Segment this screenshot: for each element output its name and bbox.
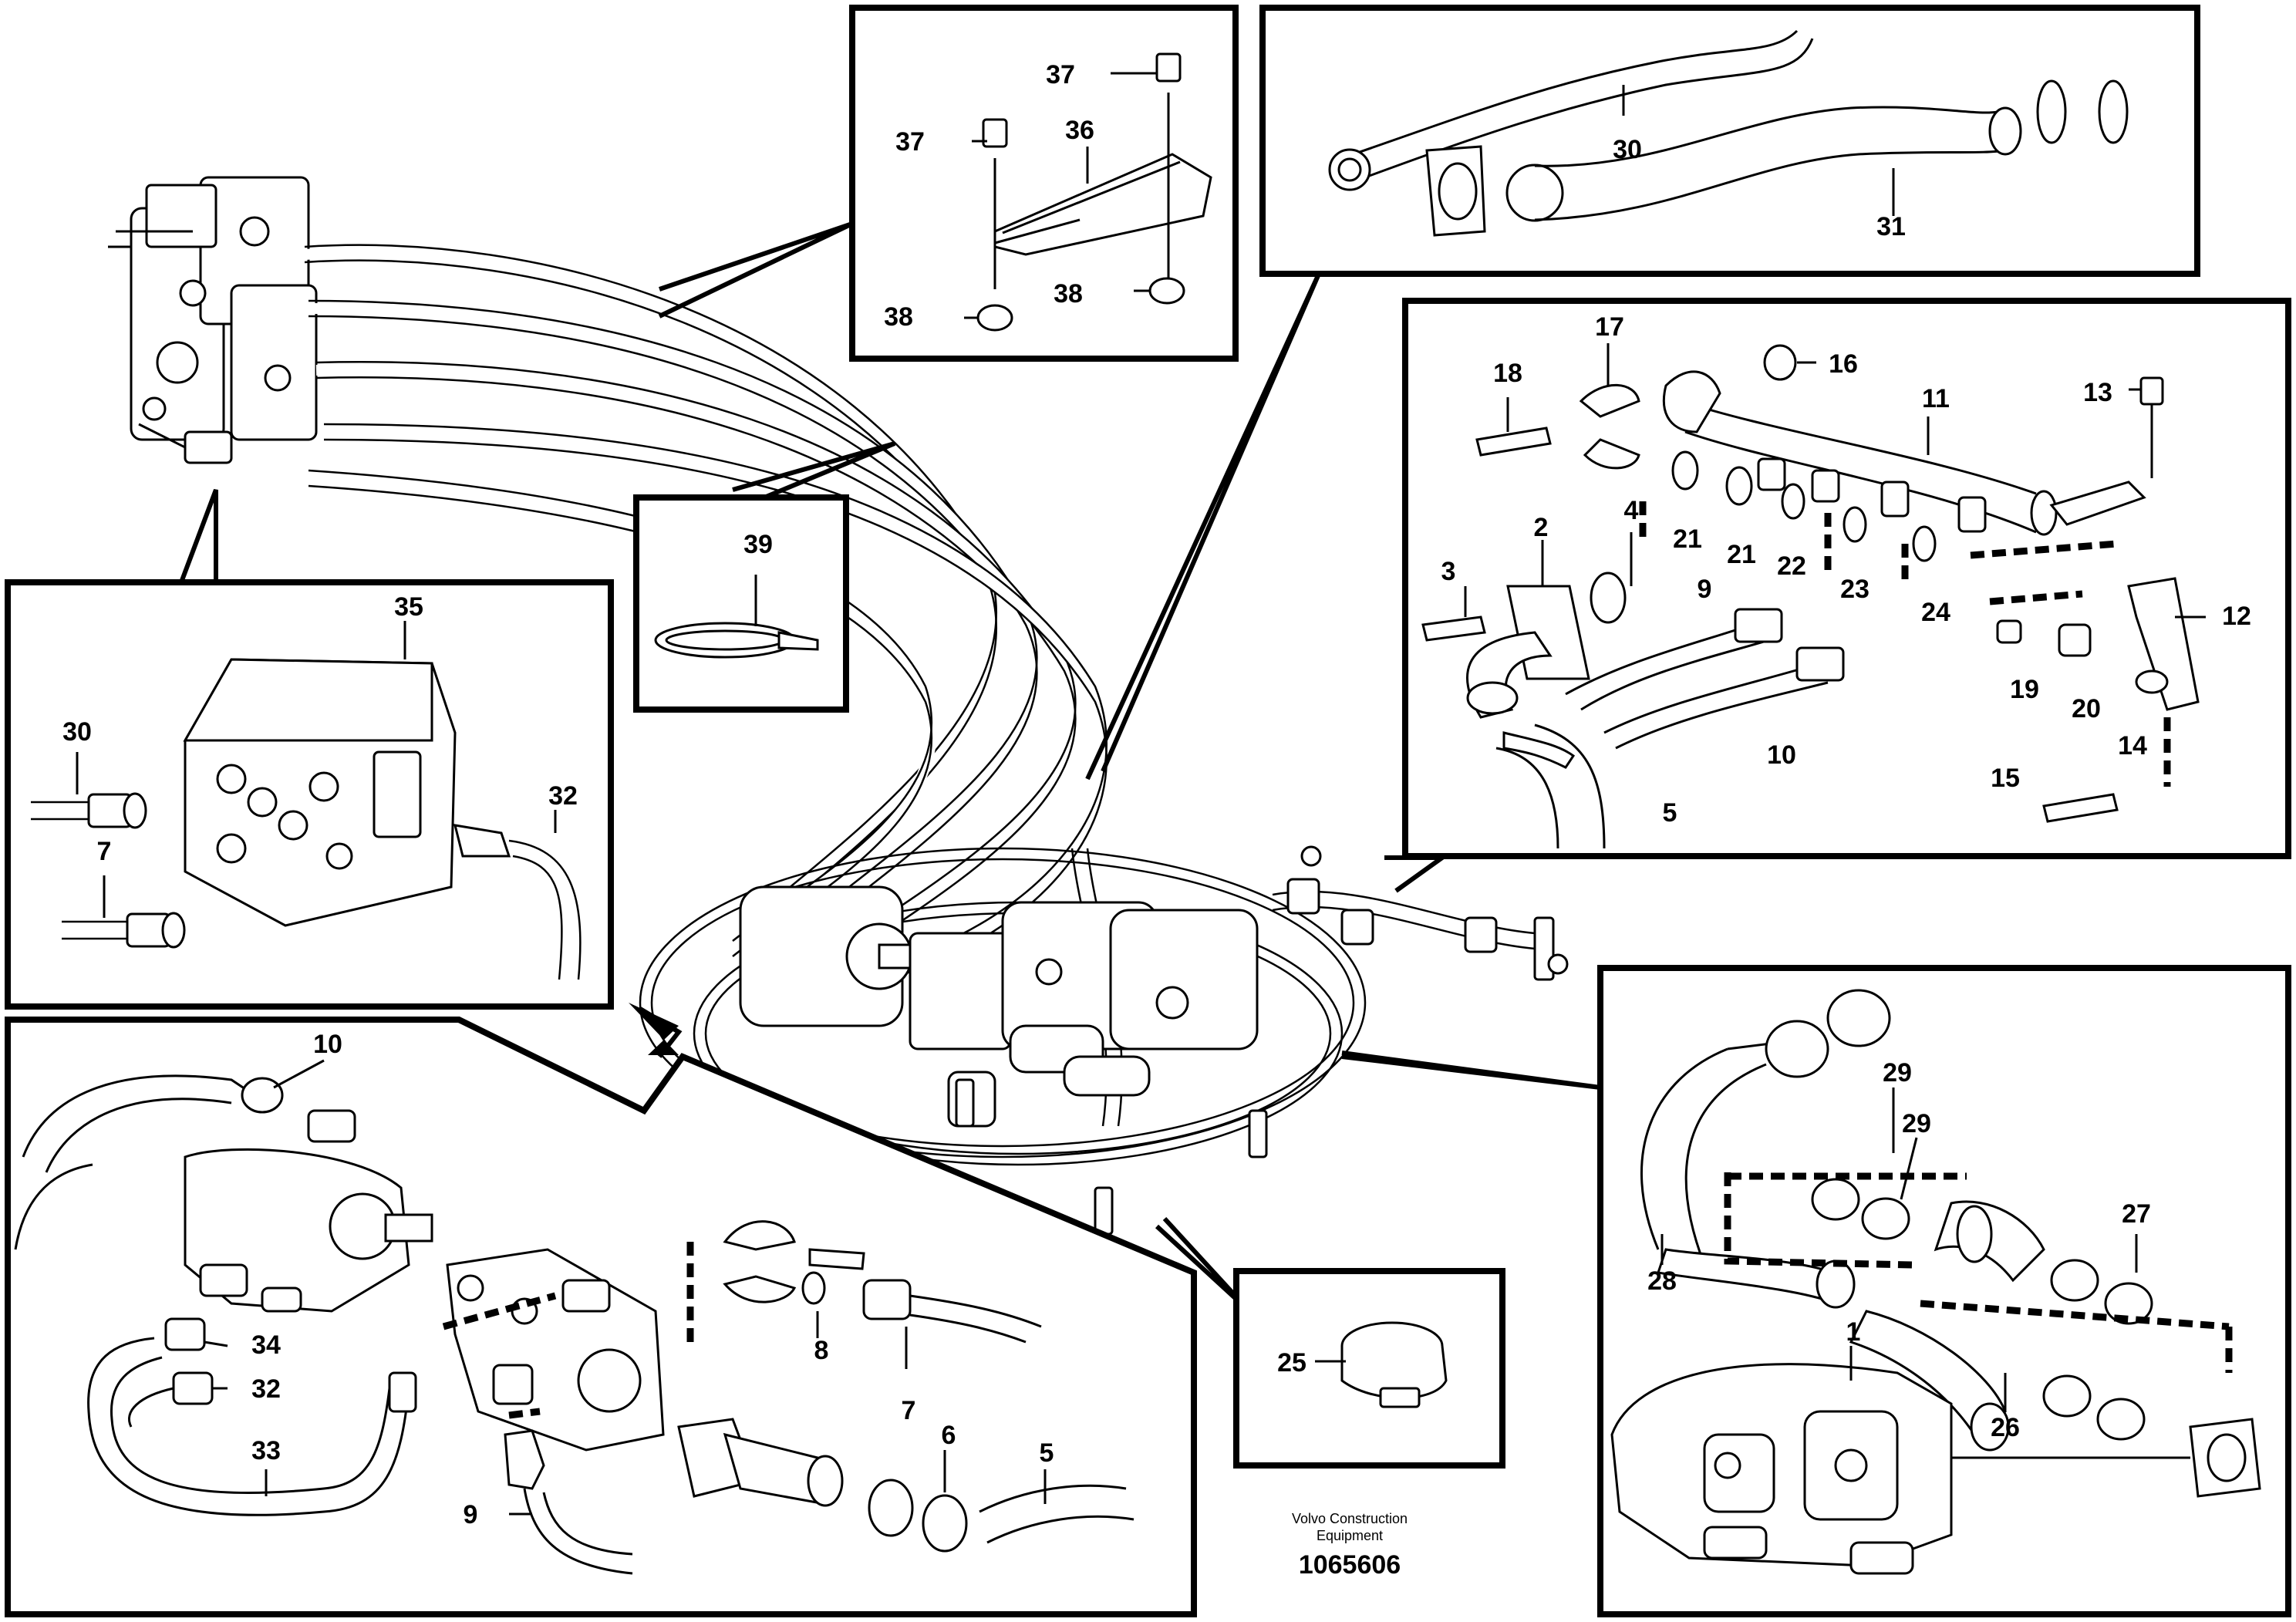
callout-2: 2 [1534, 513, 1549, 542]
callout-38: 38 [884, 302, 913, 332]
callout-1: 1 [1846, 1317, 1861, 1347]
document-number: 1065606 [1299, 1550, 1401, 1580]
panel-fittings [1402, 298, 2291, 859]
callout-17: 17 [1595, 312, 1624, 342]
callout-22: 22 [1777, 551, 1806, 581]
panel-pump-hoses [1597, 965, 2291, 1617]
callout-18: 18 [1493, 359, 1522, 388]
callout-39: 39 [743, 530, 773, 559]
callout-10: 10 [1767, 740, 1796, 770]
callout-15: 15 [1991, 764, 2020, 793]
callout-7: 7 [97, 837, 112, 866]
callout-6: 6 [942, 1421, 956, 1450]
callout-32: 32 [251, 1374, 281, 1404]
callout-37: 37 [1046, 60, 1075, 89]
panel-cable-tie [633, 494, 849, 713]
callout-12: 12 [2222, 602, 2251, 631]
callout-37: 37 [895, 127, 925, 157]
callout-16: 16 [1829, 349, 1858, 379]
pipe-assembly-illustration [1272, 845, 1569, 981]
caption-company: Volvo Construction [1292, 1511, 1408, 1526]
callout-5: 5 [1040, 1438, 1054, 1468]
callout-3: 3 [1441, 557, 1456, 586]
callout-11: 11 [1922, 384, 1950, 413]
callout-30: 30 [1613, 135, 1642, 164]
callout-9: 9 [464, 1500, 478, 1529]
pump-assembly-illustration [739, 885, 1259, 1128]
callout-27: 27 [2122, 1199, 2151, 1229]
callout-32: 32 [548, 781, 578, 811]
callout-35: 35 [394, 592, 423, 622]
callout-29: 29 [1902, 1109, 1931, 1138]
callout-19: 19 [2010, 675, 2039, 704]
callout-38: 38 [1054, 279, 1083, 309]
callout-25: 25 [1277, 1348, 1306, 1378]
control-valve-illustration [108, 176, 318, 464]
callout-21: 21 [1673, 524, 1702, 554]
callout-29: 29 [1883, 1058, 1912, 1088]
callout-21: 21 [1727, 540, 1756, 569]
callout-31: 31 [1876, 212, 1906, 241]
hose-bundle [304, 244, 1112, 981]
callout-4: 4 [1624, 496, 1639, 525]
panel-bracket [849, 5, 1239, 362]
callout-9: 9 [1698, 575, 1712, 604]
callout-8: 8 [814, 1336, 829, 1365]
callout-24: 24 [1921, 598, 1950, 627]
callout-5: 5 [1663, 798, 1677, 828]
caption-block: Volvo Construction Equipment 1065606 [1292, 1511, 1408, 1580]
callout-33: 33 [251, 1436, 281, 1465]
main-assembly [108, 176, 1569, 1236]
panel-hoses-30-31 [1259, 5, 2200, 277]
panel-control-valve [5, 579, 614, 1010]
callout-13: 13 [2083, 378, 2112, 407]
callout-7: 7 [902, 1396, 916, 1425]
caption-division: Equipment [1317, 1528, 1383, 1543]
callout-23: 23 [1840, 575, 1870, 604]
callout-20: 20 [2072, 694, 2101, 723]
callout-26: 26 [1991, 1413, 2020, 1442]
callout-36: 36 [1065, 116, 1094, 145]
callout-10: 10 [313, 1030, 342, 1059]
callout-labels: 37 37 36 38 38 30 31 39 35 30 7 32 17 16… [62, 60, 2251, 1529]
callout-14: 14 [2118, 731, 2147, 760]
callout-28: 28 [1647, 1266, 1677, 1296]
panel-pump-detail [5, 1017, 1197, 1617]
callout-34: 34 [251, 1330, 281, 1360]
panel-strap [1233, 1268, 1505, 1469]
callout-30: 30 [62, 717, 92, 747]
